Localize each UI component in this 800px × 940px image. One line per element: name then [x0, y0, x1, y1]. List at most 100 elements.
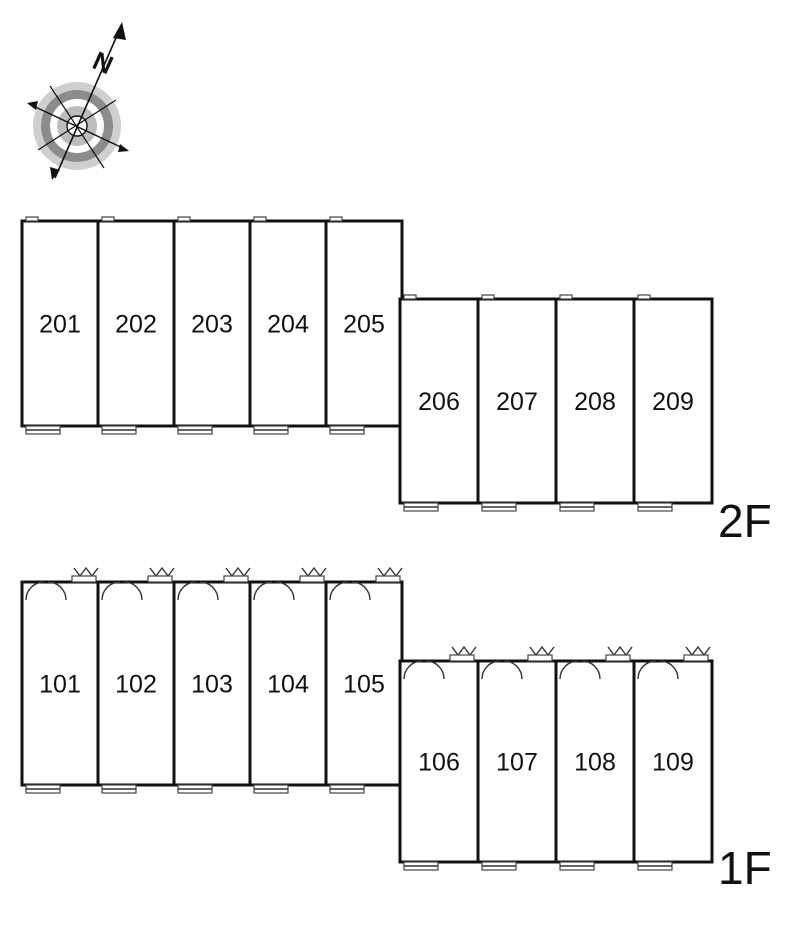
meter-box [527, 654, 553, 662]
door-swing [425, 660, 445, 680]
window-mark [685, 645, 711, 657]
unit-outline [476, 297, 558, 505]
unit-label-205: 205 [343, 311, 385, 339]
meter-box [449, 654, 475, 662]
meter-box [299, 575, 325, 583]
door-swing [559, 660, 579, 680]
unit-106: 106 [398, 645, 480, 871]
unit-207: 207 [476, 294, 558, 512]
unit-outline [248, 219, 328, 428]
unit-outline [554, 297, 636, 505]
unit-outline [632, 659, 714, 864]
unit-label-102: 102 [115, 671, 157, 699]
floor-label-1f: 1F [718, 842, 772, 894]
unit-outline [632, 297, 714, 505]
vent [253, 216, 267, 222]
unit-205: 205 [324, 216, 404, 435]
unit-105: 105 [324, 566, 404, 794]
unit-label-101: 101 [39, 671, 81, 699]
window-mark [301, 566, 327, 578]
unit-outline [476, 659, 558, 864]
unit-208: 208 [554, 294, 636, 512]
unit-label-203: 203 [191, 311, 233, 339]
unit-204: 204 [248, 216, 328, 435]
meter-box [147, 575, 173, 583]
unit-108: 108 [554, 645, 636, 871]
meter-box [71, 575, 97, 583]
meter-box [223, 575, 249, 583]
vent [25, 216, 39, 222]
unit-label-207: 207 [496, 388, 538, 416]
unit-109: 109 [632, 645, 714, 871]
unit-102: 102 [96, 566, 176, 794]
door-swing [275, 581, 295, 601]
window-mark [529, 645, 555, 657]
unit-label-201: 201 [39, 311, 81, 339]
unit-209: 209 [632, 294, 714, 512]
unit-outline [96, 580, 176, 787]
north-label: N [88, 45, 117, 80]
window-mark [73, 566, 99, 578]
vent [481, 294, 495, 300]
vent [637, 294, 651, 300]
unit-202: 202 [96, 216, 176, 435]
compass-rose-icon: N [27, 22, 129, 180]
unit-outline [20, 580, 100, 787]
meter-box [683, 654, 709, 662]
unit-label-106: 106 [418, 749, 460, 777]
unit-label-104: 104 [267, 671, 309, 699]
unit-103: 103 [172, 566, 252, 794]
door-swing [47, 581, 67, 601]
unit-206: 206 [398, 294, 480, 512]
floor-2-plan: 201 202 203 204 205 206 207 208 209 [20, 216, 714, 512]
unit-label-105: 105 [343, 671, 385, 699]
window-mark [225, 566, 251, 578]
unit-outline [398, 659, 480, 864]
door-swing [351, 581, 371, 601]
window-mark [149, 566, 175, 578]
vent [177, 216, 191, 222]
door-swing [481, 660, 501, 680]
unit-label-107: 107 [496, 749, 538, 777]
door-swing [329, 581, 349, 601]
door-swing [581, 660, 601, 680]
vent [559, 294, 573, 300]
unit-outline [554, 659, 636, 864]
door-swing [659, 660, 679, 680]
unit-outline [172, 580, 252, 787]
unit-107: 107 [476, 645, 558, 871]
window-mark [377, 566, 403, 578]
floor-label-2f: 2F [718, 495, 772, 547]
unit-outline [20, 219, 100, 428]
vent [403, 294, 417, 300]
meter-box [605, 654, 631, 662]
unit-104: 104 [248, 566, 328, 794]
floor-1-plan: 101 102 103 104 105 106 107 108 109 [20, 566, 714, 871]
unit-201: 201 [20, 216, 100, 435]
unit-label-208: 208 [574, 388, 616, 416]
door-swing [403, 660, 423, 680]
door-swing [25, 581, 45, 601]
unit-label-206: 206 [418, 388, 460, 416]
unit-label-109: 109 [652, 749, 694, 777]
door-swing [503, 660, 523, 680]
vent [101, 216, 115, 222]
unit-outline [324, 580, 404, 787]
door-swing [123, 581, 143, 601]
unit-label-209: 209 [652, 388, 694, 416]
door-swing [101, 581, 121, 601]
unit-label-202: 202 [115, 311, 157, 339]
window-mark [607, 645, 633, 657]
vent [329, 216, 343, 222]
unit-outline [324, 219, 404, 428]
unit-203: 203 [172, 216, 252, 435]
unit-101: 101 [20, 566, 100, 794]
unit-label-204: 204 [267, 311, 309, 339]
door-swing [637, 660, 657, 680]
door-swing [253, 581, 273, 601]
door-swing [177, 581, 197, 601]
door-swing [199, 581, 219, 601]
unit-label-108: 108 [574, 749, 616, 777]
window-mark [451, 645, 477, 657]
